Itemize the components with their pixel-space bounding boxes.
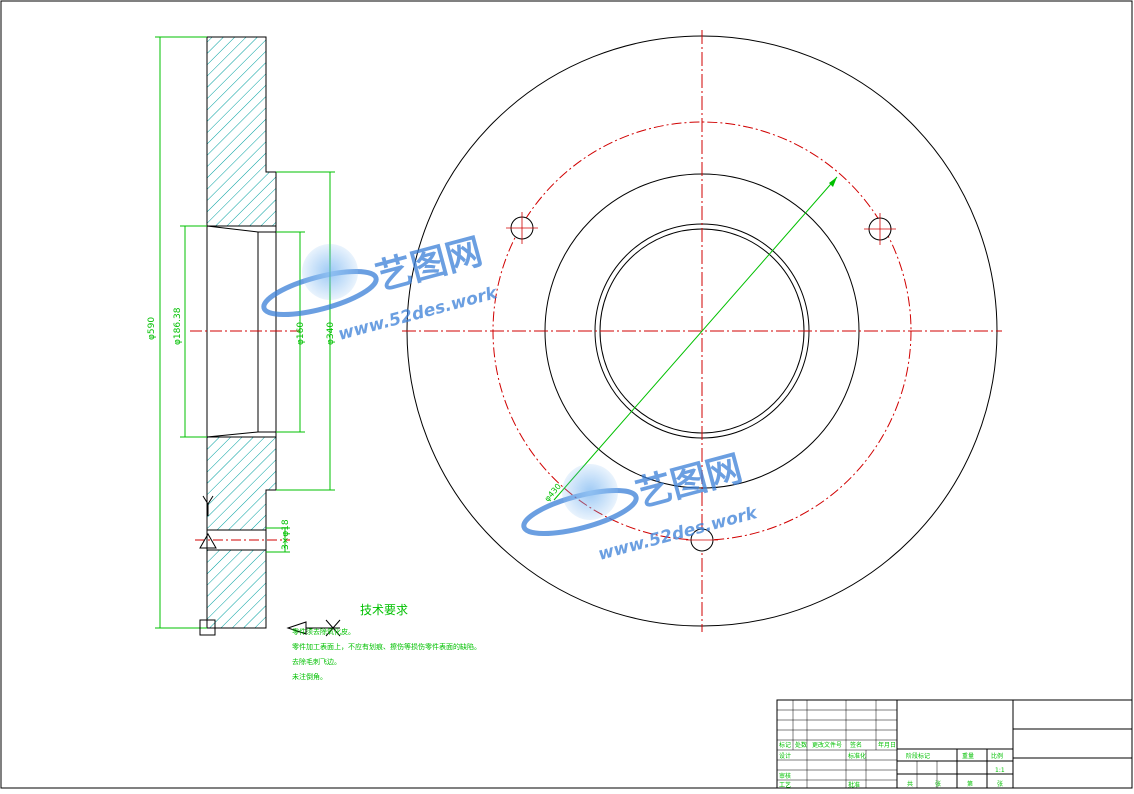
front-view: φ430 bbox=[402, 30, 1002, 632]
tb-label-sheet2: 张 bbox=[997, 780, 1003, 788]
notes-line-3: 去除毛刺飞边。 bbox=[292, 657, 341, 666]
dim-bore: φ186.38 bbox=[173, 307, 183, 345]
tb-label-weight: 重量 bbox=[962, 752, 974, 760]
dim-step: φ160 bbox=[296, 322, 306, 345]
tb-label-sign: 签名 bbox=[850, 741, 862, 749]
tb-label-process: 工艺 bbox=[779, 781, 791, 789]
tb-label-change: 更改文件号 bbox=[812, 741, 842, 749]
tb-label-design: 设计 bbox=[779, 752, 791, 760]
tb-label-standard: 标准化 bbox=[848, 752, 866, 760]
tb-label-no: 第 bbox=[967, 780, 973, 788]
dim-overall: φ590 bbox=[147, 317, 157, 340]
title-block-labels: 标记 处数 更改文件号 签名 年月日 设计 标准化 审核 工艺 批准 阶段标记 … bbox=[779, 741, 1005, 789]
tb-label-review: 审核 bbox=[779, 772, 791, 780]
section-upper bbox=[206, 36, 277, 227]
technical-notes: 技术要求 零件须去除氧化皮。 零件加工表面上，不应有划痕、擦伤等损伤零件表面的缺… bbox=[292, 603, 481, 681]
notes-line-1: 零件须去除氧化皮。 bbox=[292, 627, 355, 636]
tb-label-approve: 批准 bbox=[848, 781, 860, 789]
section-view: φ590 φ186.38 φ160 φ340 3×φ18 bbox=[147, 36, 341, 637]
section-dim-text: φ590 φ186.38 φ160 φ340 3×φ18 bbox=[147, 307, 336, 550]
tb-label-total: 共 bbox=[907, 780, 913, 788]
notes-title: 技术要求 bbox=[360, 603, 408, 617]
tb-label-stage: 阶段标记 bbox=[906, 752, 930, 760]
dim-hole: 3×φ18 bbox=[281, 519, 291, 550]
notes-line-4: 未注倒角。 bbox=[292, 672, 327, 681]
section-dimensions bbox=[155, 36, 335, 629]
tb-label-date: 年月日 bbox=[878, 741, 896, 749]
watermark-brand: 艺图网 bbox=[372, 231, 487, 299]
hole-centermarks bbox=[506, 212, 896, 541]
tb-label-count: 处数 bbox=[795, 741, 807, 749]
tb-label-mark: 标记 bbox=[779, 741, 791, 749]
title-block bbox=[776, 699, 1133, 789]
tb-scale-value: 1:1 bbox=[995, 767, 1005, 774]
watermark-brand-2: 艺图网 bbox=[632, 448, 747, 516]
watermark-2: 艺图网 www.52des.work bbox=[521, 448, 761, 565]
diameter-leader bbox=[553, 176, 838, 501]
tb-label-scale: 比例 bbox=[991, 752, 1003, 760]
notes-line-2: 零件加工表面上，不应有划痕、擦伤等损伤零件表面的缺陷。 bbox=[292, 642, 481, 651]
tb-label-sheet1: 张 bbox=[935, 780, 941, 788]
datum-symbols bbox=[199, 495, 341, 637]
dim-boss: φ340 bbox=[326, 322, 336, 345]
